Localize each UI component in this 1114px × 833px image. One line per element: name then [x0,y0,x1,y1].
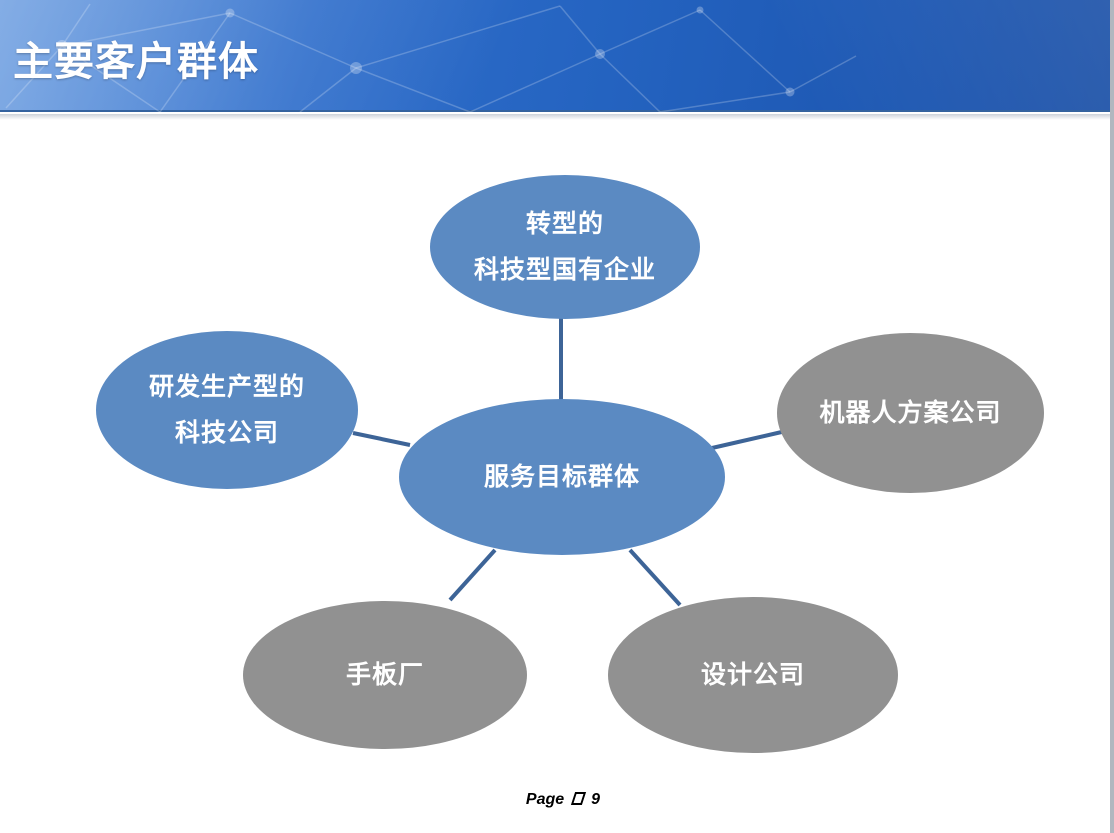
network-pattern-decoration [5,3,857,112]
node-rd-production-tech-company: 研发生产型的 科技公司 [96,331,358,489]
missing-glyph-box [571,792,587,805]
connector-center-bottom-right [628,548,682,607]
node-robot-solution-company: 机器人方案公司 [777,333,1044,493]
page-number: 9 [591,791,601,808]
node-label-line: 研发生产型的 [148,373,305,401]
slide-title: 主要客户群体 [13,40,259,84]
node-transforming-soe: 转型的 科技型国有企业 [430,175,700,319]
diagram-canvas: 转型的 科技型国有企业 研发生产型的 科技公司 机器人方案公司 服务目标群体 手… [0,120,1110,780]
connector-center-bottom-left [448,548,497,602]
node-prototype-factory: 手板厂 [243,601,527,749]
node-label-line: 手板厂 [345,661,424,689]
node-label-line: 设计公司 [700,661,805,689]
node-label-line: 转型的 [525,210,604,238]
page-label: Page [525,791,565,808]
node-label-line: 科技公司 [174,419,279,447]
connector-lines [352,318,787,607]
node-center-service-target: 服务目标群体 [399,399,725,555]
connector-center-left [352,431,411,447]
connector-center-right [711,429,787,450]
node-label-line: 科技型国有企业 [473,256,656,284]
node-design-company: 设计公司 [608,597,898,753]
header-light-streak [0,0,1110,110]
node-label-line: 服务目标群体 [483,463,640,491]
page-footer-text: Page 9 [526,791,600,809]
page-footer: Page 9 [0,791,1110,809]
header-divider [0,114,1110,120]
node-label-line: 机器人方案公司 [819,399,1002,427]
slide-header: 主要客户群体 [0,0,1110,112]
